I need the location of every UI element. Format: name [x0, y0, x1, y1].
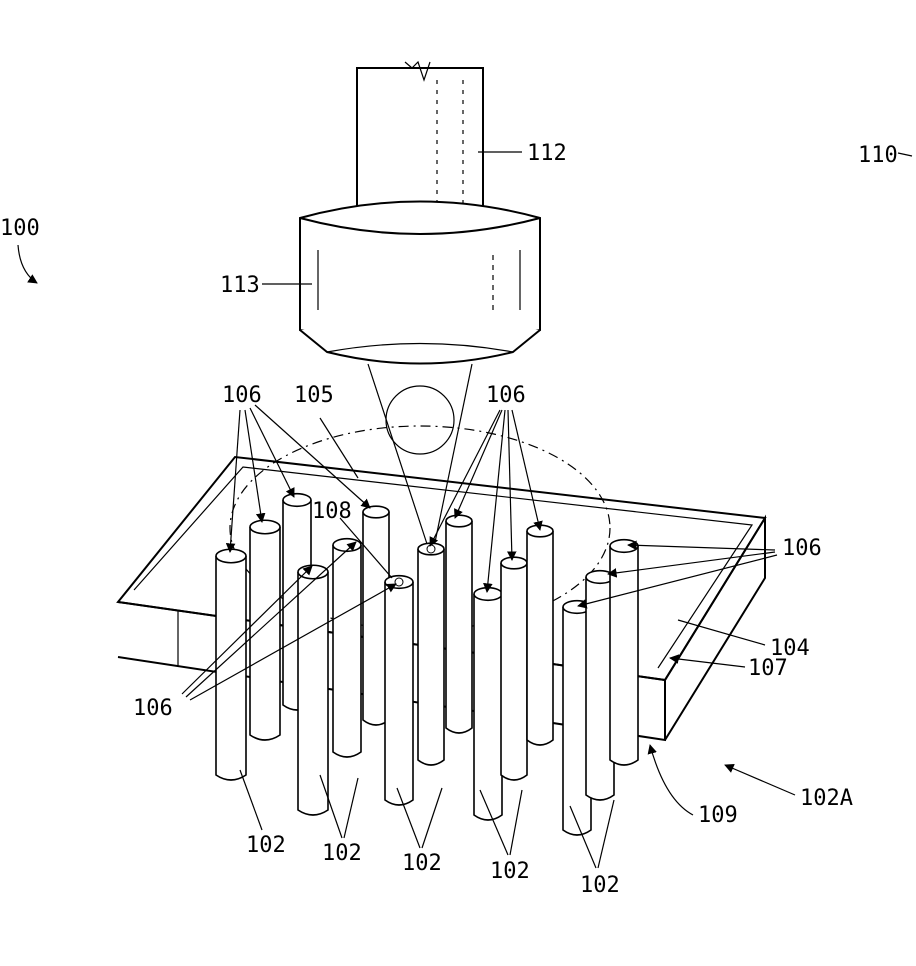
label-106-upper-left: 106: [222, 383, 262, 408]
laser-beam-cone: [367, 363, 473, 548]
label-106-right: 106: [782, 536, 822, 561]
laser-collar: [299, 200, 541, 365]
leaders: [17, 151, 913, 869]
label-102-c: 102: [402, 851, 442, 876]
pin: [473, 586, 503, 821]
reference-labels: 100 110 112 113 106 105 106 108 106 104 …: [0, 141, 898, 898]
label-102-d: 102: [490, 859, 530, 884]
label-100: 100: [0, 216, 40, 241]
label-106-lower-left: 106: [133, 696, 173, 721]
pin: [562, 599, 592, 836]
pin: [526, 524, 554, 746]
label-102-b: 102: [322, 841, 362, 866]
label-110: 110: [858, 143, 898, 168]
pin: [445, 514, 473, 734]
pin: [417, 542, 445, 766]
label-105: 105: [294, 383, 334, 408]
label-107: 107: [748, 656, 788, 681]
weld-region-ellipse: [229, 425, 611, 631]
label-106-upper-right: 106: [486, 383, 526, 408]
pin: [384, 574, 414, 806]
label-104: 104: [770, 636, 810, 661]
pin: [585, 569, 615, 801]
label-113: 113: [220, 273, 260, 298]
pin: [500, 556, 528, 781]
label-102-e: 102: [580, 873, 620, 898]
label-102-a: 102: [246, 833, 286, 858]
pin: [215, 548, 247, 781]
label-109: 109: [698, 803, 738, 828]
weld-spot: [426, 544, 436, 554]
weld-spot: [394, 577, 404, 587]
pin: [332, 537, 362, 758]
pin-array: [215, 492, 639, 836]
label-102a: 102A: [800, 786, 853, 811]
label-108: 108: [312, 499, 352, 524]
pin: [297, 564, 329, 816]
label-112: 112: [527, 141, 567, 166]
pin: [249, 519, 281, 741]
